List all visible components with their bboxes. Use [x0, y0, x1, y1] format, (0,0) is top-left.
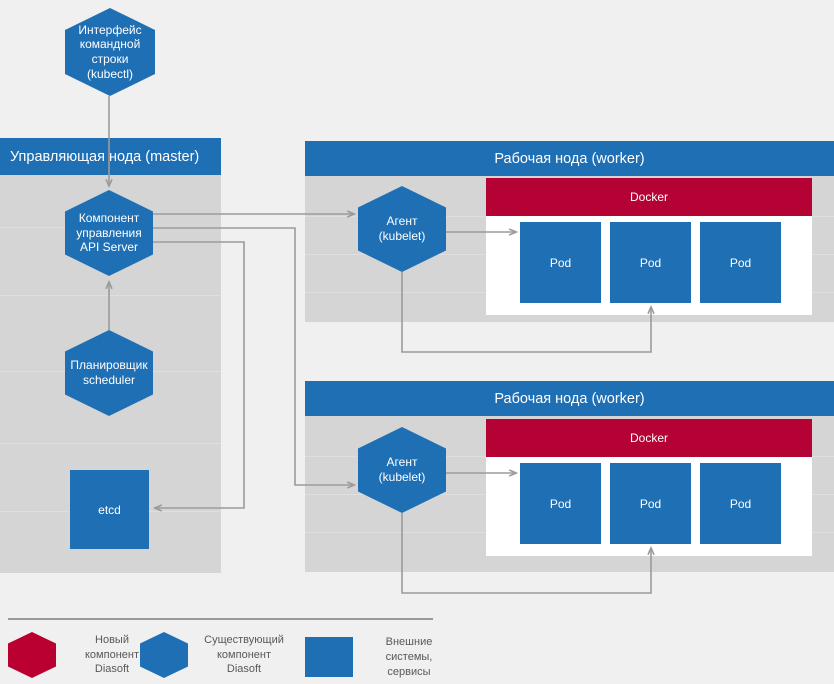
worker-node-1-header: Рабочая нода (worker) — [305, 141, 834, 176]
worker-node-1-title: Рабочая нода (worker) — [494, 150, 645, 167]
worker-2-pod-2[interactable]: Pod — [610, 463, 691, 544]
worker-1-pod-2[interactable]: Pod — [610, 222, 691, 303]
legend-item-existing-component: Существующий компонент Diasoft — [140, 632, 290, 678]
worker-2-docker-label: Docker — [629, 431, 668, 445]
worker-1-kubelet-label: Агент (kubelet) — [378, 214, 426, 243]
legend-swatch-square-blue — [305, 637, 353, 678]
legend-label-external-systems: Внешние системы, сервисы — [385, 636, 433, 678]
legend-label-existing-component: Существующий компонент Diasoft — [204, 633, 284, 676]
worker-1-docker-band: Docker — [486, 178, 812, 216]
node-api-server-label: Компонент управления API Server — [76, 211, 142, 255]
worker-2-pod-3-label: Pod — [729, 496, 752, 511]
legend-item-new-component: Новый компонент Diasoft — [8, 632, 158, 678]
node-scheduler[interactable]: Планировщик scheduler — [65, 330, 153, 416]
worker-2-pod-3[interactable]: Pod — [700, 463, 781, 544]
worker-2-pod-2-label: Pod — [639, 496, 662, 511]
node-kubectl-label: Интерфейс командной строки (kubectl) — [78, 22, 142, 81]
worker-1-pod-1-label: Pod — [549, 255, 572, 270]
worker-2-node-kubelet[interactable]: Агент (kubelet) — [358, 427, 446, 513]
worker-2-docker-band: Docker — [486, 419, 812, 457]
worker-1-pod-3[interactable]: Pod — [700, 222, 781, 303]
master-node-header: Управляющая нода (master) — [0, 138, 221, 175]
legend-divider — [8, 618, 433, 620]
worker-2-pod-1-label: Pod — [549, 496, 572, 511]
worker-1-pod-3-label: Pod — [729, 255, 752, 270]
node-etcd-label: etcd — [98, 502, 121, 517]
master-node-title: Управляющая нода (master) — [10, 148, 200, 165]
legend-label-new-component: Новый компонент Diasoft — [85, 633, 139, 676]
legend-item-external-systems: Внешние системы, сервисы — [305, 635, 455, 680]
node-kubectl[interactable]: Интерфейс командной строки (kubectl) — [65, 8, 155, 96]
worker-2-kubelet-label: Агент (kubelet) — [378, 455, 426, 484]
worker-1-docker-label: Docker — [629, 190, 668, 204]
worker-2-pod-1[interactable]: Pod — [520, 463, 601, 544]
node-etcd[interactable]: etcd — [70, 470, 149, 549]
legend-swatch-hexagon-crimson — [8, 632, 56, 678]
worker-1-pod-2-label: Pod — [639, 255, 662, 270]
node-scheduler-label: Планировщик scheduler — [70, 358, 148, 387]
node-api-server[interactable]: Компонент управления API Server — [65, 190, 153, 276]
worker-node-2-header: Рабочая нода (worker) — [305, 381, 834, 416]
worker-1-pod-1[interactable]: Pod — [520, 222, 601, 303]
legend-swatch-hexagon-blue — [140, 632, 188, 678]
worker-node-2-title: Рабочая нода (worker) — [494, 390, 645, 407]
